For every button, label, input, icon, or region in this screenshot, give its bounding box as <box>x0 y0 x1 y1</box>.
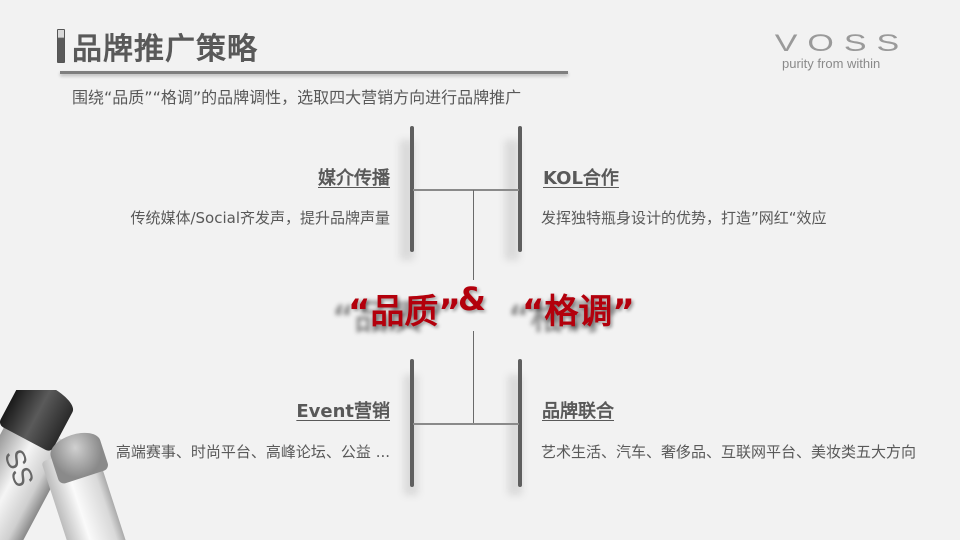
slogan-shadow-left: “品质” <box>332 298 445 338</box>
top-right-bar <box>518 126 522 252</box>
voss-logo: VOSS purity from within <box>752 28 924 71</box>
slogan-style: “格调” <box>522 292 635 332</box>
quadrant-desc-kol: 发挥独特瓶身设计的优势，打造”网红“效应 <box>541 209 827 227</box>
logo-tagline: purity from within <box>782 56 881 71</box>
top-stem <box>473 190 474 280</box>
quadrant-desc-event: 高端赛事、时尚平台、高峰论坛、公益 ... <box>115 443 390 461</box>
slogan-ampersand: & <box>458 280 486 318</box>
title-accent-bar <box>57 29 65 63</box>
center-slogan: “品质” “格调” “品质” & “格调” <box>330 280 635 338</box>
quadrant-title-kol: KOL合作 <box>543 168 619 189</box>
slogan-shadow-right: “格调” <box>508 298 621 338</box>
quadrant-title-event: Event营销 <box>296 401 390 422</box>
logo-wordmark: VOSS <box>774 29 910 57</box>
top-left-bar <box>410 126 414 252</box>
quadrant-title-media: 媒介传播 <box>318 168 390 189</box>
quadrant-title-cobrand: 品牌联合 <box>542 401 614 422</box>
bottom-stem <box>473 331 474 425</box>
bottom-right-bar <box>518 359 522 487</box>
title-divider <box>60 71 568 74</box>
quadrant-desc-media: 传统媒体/Social齐发声，提升品牌声量 <box>130 209 390 227</box>
page-subtitle: 围绕“品质”“格调”的品牌调性，选取四大营销方向进行品牌推广 <box>72 88 522 107</box>
bottom-connector <box>413 423 519 425</box>
voss-bottles-image: SS <box>0 390 140 540</box>
slogan-quality: “品质” <box>348 292 461 332</box>
top-connector <box>413 189 519 191</box>
quadrant-desc-cobrand: 艺术生活、汽车、奢侈品、互联网平台、美妆类五大方向 <box>541 443 917 461</box>
bottom-left-bar <box>410 359 414 487</box>
bar-shadow <box>505 140 519 260</box>
page-title: 品牌推广策略 <box>72 32 258 67</box>
